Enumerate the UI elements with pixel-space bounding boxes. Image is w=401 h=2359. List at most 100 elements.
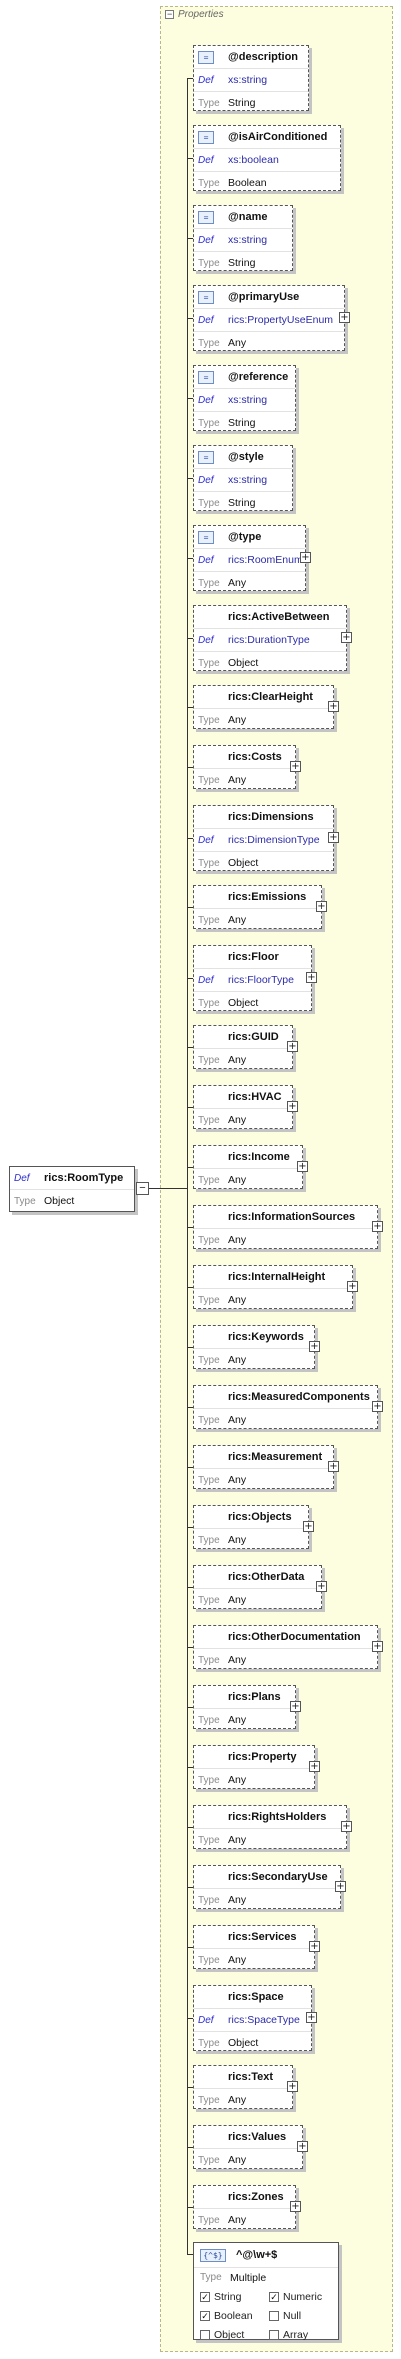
branch-line bbox=[187, 638, 193, 639]
check-object[interactable]: Object bbox=[200, 2329, 269, 2341]
expand-icon[interactable]: + bbox=[306, 2012, 317, 2023]
check-boolean[interactable]: ✓Boolean bbox=[200, 2310, 269, 2322]
expand-icon[interactable]: + bbox=[347, 1281, 358, 1292]
checkbox-unchecked-icon[interactable] bbox=[269, 2329, 279, 2340]
node-name-row: =@reference bbox=[194, 366, 295, 388]
node-name: rics:InternalHeight bbox=[228, 1271, 326, 1283]
expand-icon[interactable]: + bbox=[328, 832, 339, 843]
expand-icon[interactable]: + bbox=[341, 1821, 352, 1832]
expand-icon[interactable]: + bbox=[309, 1941, 320, 1952]
expand-icon[interactable]: + bbox=[341, 632, 352, 643]
node-type: String bbox=[228, 97, 256, 109]
expand-icon[interactable]: + bbox=[328, 701, 339, 712]
node-name: @description bbox=[228, 51, 299, 63]
expand-icon[interactable]: + bbox=[316, 1581, 327, 1592]
collapse-icon[interactable]: − bbox=[165, 8, 174, 19]
pattern-property-node[interactable]: {^$} ^@\w+$ Type Multiple ✓String ✓Numer… bbox=[193, 2242, 339, 2341]
expand-icon[interactable]: + bbox=[290, 2201, 301, 2212]
check-string[interactable]: ✓String bbox=[200, 2291, 269, 2303]
properties-group-header[interactable]: − Properties bbox=[165, 7, 224, 21]
check-null[interactable]: Null bbox=[269, 2310, 338, 2322]
expand-icon[interactable]: + bbox=[290, 761, 301, 772]
expand-icon[interactable]: + bbox=[309, 1761, 320, 1772]
expand-icon[interactable]: + bbox=[287, 1101, 298, 1112]
expand-icon[interactable]: + bbox=[300, 552, 311, 563]
expand-icon[interactable]: + bbox=[287, 2081, 298, 2092]
node-name-row: rics:Measurement bbox=[194, 1446, 333, 1468]
node-name-row: rics:Property bbox=[194, 1746, 314, 1768]
expand-icon[interactable]: + bbox=[290, 1701, 301, 1712]
checkbox-checked-icon[interactable]: ✓ bbox=[269, 2291, 279, 2302]
expand-icon[interactable]: + bbox=[372, 1401, 383, 1412]
checkbox-checked-icon[interactable]: ✓ bbox=[200, 2291, 210, 2302]
branch-line bbox=[187, 1227, 193, 1228]
expand-icon[interactable]: + bbox=[297, 1161, 308, 1172]
sequence-collapse-icon[interactable]: − bbox=[136, 1182, 149, 1195]
checkbox-unchecked-icon[interactable] bbox=[269, 2310, 279, 2321]
branch-line bbox=[187, 2018, 193, 2019]
expand-icon[interactable]: + bbox=[372, 1641, 383, 1652]
node-name: rics:Objects bbox=[228, 1511, 292, 1523]
check-numeric[interactable]: ✓Numeric bbox=[269, 2291, 338, 2303]
node-name-row: =@name bbox=[194, 206, 292, 228]
expand-icon[interactable]: + bbox=[335, 1881, 346, 1892]
branch-line bbox=[187, 767, 193, 768]
expand-icon[interactable]: + bbox=[316, 901, 327, 912]
expand-icon[interactable]: + bbox=[287, 1041, 298, 1052]
node-name: rics:Space bbox=[228, 1991, 284, 2003]
expand-icon[interactable]: + bbox=[303, 1521, 314, 1532]
check-array[interactable]: Array bbox=[269, 2329, 338, 2341]
checkbox-checked-icon[interactable]: ✓ bbox=[200, 2310, 210, 2321]
expand-icon[interactable]: + bbox=[328, 1461, 339, 1472]
def-label: Def bbox=[198, 74, 214, 86]
checkbox-unchecked-icon[interactable] bbox=[200, 2329, 210, 2340]
node-name: rics:Values bbox=[228, 2131, 287, 2143]
type-label: Type bbox=[198, 1714, 220, 1726]
expand-icon[interactable]: + bbox=[309, 1341, 320, 1352]
node-name: rics:Dimensions bbox=[228, 811, 314, 823]
expand-icon[interactable]: + bbox=[339, 312, 350, 323]
type-label: Type bbox=[198, 417, 220, 429]
expand-icon[interactable]: + bbox=[372, 1221, 383, 1232]
expand-icon[interactable]: + bbox=[297, 2141, 308, 2152]
expand-icon[interactable]: + bbox=[306, 972, 317, 983]
node-def: xs:boolean bbox=[228, 154, 279, 166]
root-node[interactable]: Def rics:RoomType Type Object bbox=[9, 1166, 135, 1212]
